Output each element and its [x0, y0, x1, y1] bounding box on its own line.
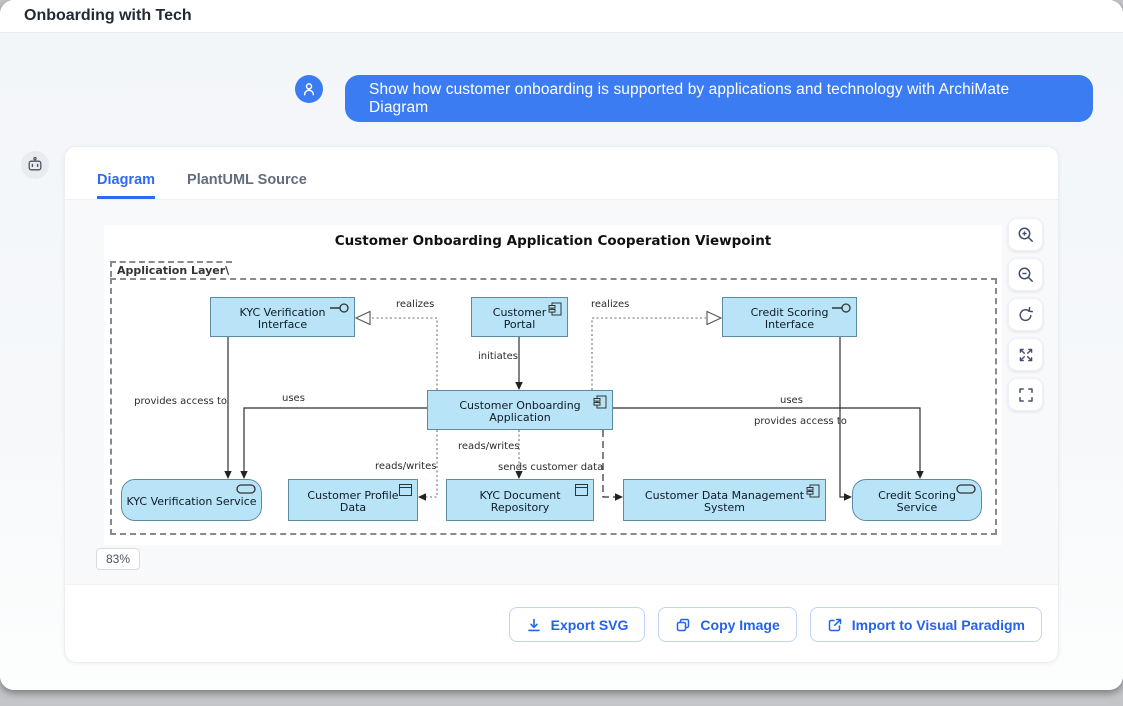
action-button-row: Export SVG Copy Image — [65, 607, 1058, 642]
diagram-title: Customer Onboarding Application Cooperat… — [334, 233, 772, 249]
fullscreen-brackets-icon — [1018, 387, 1033, 402]
component-icon — [806, 484, 820, 498]
service-icon — [956, 484, 976, 494]
zoom-out-button[interactable] — [1008, 258, 1043, 291]
app-header: Onboarding with Tech — [0, 0, 1123, 33]
external-link-icon — [828, 618, 842, 631]
data-object-icon — [575, 484, 588, 496]
component-icon — [593, 395, 607, 409]
copy-icon — [677, 618, 690, 631]
tab-bar: Diagram PlantUML Source — [65, 147, 1058, 200]
reset-view-button[interactable] — [1008, 298, 1043, 331]
tab-diagram[interactable]: Diagram — [97, 172, 156, 199]
node-customer-data-management-system: Customer Data Management System — [623, 479, 826, 521]
node-kyc-verification-service: KYC Verification Service — [121, 479, 262, 521]
page-title: Onboarding with Tech — [24, 7, 192, 24]
node-kyc-verification-interface: KYC Verification Interface — [210, 297, 355, 337]
import-visual-paradigm-button[interactable]: Import to Visual Paradigm — [809, 607, 1042, 642]
service-icon — [236, 484, 256, 494]
download-icon — [527, 618, 540, 631]
chat-area: Show how customer onboarding is supporte… — [0, 33, 1123, 690]
zoom-in-button[interactable] — [1008, 218, 1043, 251]
edge-label-provides-access-left: provides access to — [134, 396, 227, 407]
node-customer-portal: Customer Portal — [471, 297, 568, 337]
edge-label-realizes-right: realizes — [591, 299, 630, 310]
edge-label-uses-right: uses — [780, 395, 803, 406]
application-layer-group-border — [110, 278, 997, 535]
archimate-diagram: Customer Onboarding Application Cooperat… — [104, 225, 1002, 545]
edge-label-uses-left: uses — [282, 393, 305, 404]
node-kyc-document-repository: KYC Document Repository — [446, 479, 594, 521]
zoom-level-badge: 83% — [96, 548, 141, 570]
data-object-icon — [399, 484, 412, 496]
node-customer-onboarding-application: Customer Onboarding Application — [427, 390, 613, 430]
bot-avatar — [21, 151, 49, 179]
export-svg-button[interactable]: Export SVG — [508, 607, 646, 642]
edge-label-sends-customer-data: sends customer data — [498, 462, 604, 473]
user-avatar — [295, 75, 323, 103]
edge-label-realizes-left: realizes — [396, 299, 435, 310]
user-message-bubble: Show how customer onboarding is supporte… — [345, 75, 1093, 122]
tab-plantuml-source[interactable]: PlantUML Source — [187, 172, 307, 188]
reset-icon — [1019, 306, 1033, 321]
zoom-out-icon — [1018, 267, 1033, 282]
export-svg-label: Export SVG — [550, 616, 629, 633]
robot-icon — [28, 156, 42, 171]
edge-label-initiates: initiates — [477, 351, 518, 362]
edge-label-reads-writes-mid: reads/writes — [458, 441, 520, 452]
zoom-in-icon — [1018, 227, 1033, 242]
expand-button[interactable] — [1008, 338, 1043, 371]
diagram-card: Diagram PlantUML Source Customer Onboard… — [64, 146, 1059, 663]
copy-image-button[interactable]: Copy Image — [658, 607, 797, 642]
node-credit-scoring-interface: Credit Scoring Interface — [722, 297, 857, 337]
component-icon — [548, 302, 562, 316]
copy-image-label: Copy Image — [700, 616, 780, 633]
fit-screen-button[interactable] — [1008, 378, 1043, 411]
import-visual-paradigm-label: Import to Visual Paradigm — [851, 616, 1025, 633]
zoom-controls — [1008, 218, 1043, 411]
node-customer-profile-data: Customer Profile Data — [288, 479, 418, 521]
user-icon — [303, 83, 315, 96]
expand-arrows-icon — [1019, 348, 1032, 361]
edge-label-provides-access-right: provides access to — [754, 416, 847, 427]
node-credit-scoring-service: Credit Scoring Service — [852, 479, 982, 521]
diagram-viewport: Customer Onboarding Application Cooperat… — [65, 200, 1058, 585]
interface-icon — [832, 303, 851, 313]
group-label-application-layer: Application Layer\ — [110, 261, 233, 277]
user-message-row: Show how customer onboarding is supporte… — [295, 75, 1093, 122]
interface-icon — [330, 303, 349, 313]
app-window: Onboarding with Tech Show how customer o… — [0, 0, 1123, 690]
edge-label-reads-writes-left: reads/writes — [375, 461, 437, 472]
